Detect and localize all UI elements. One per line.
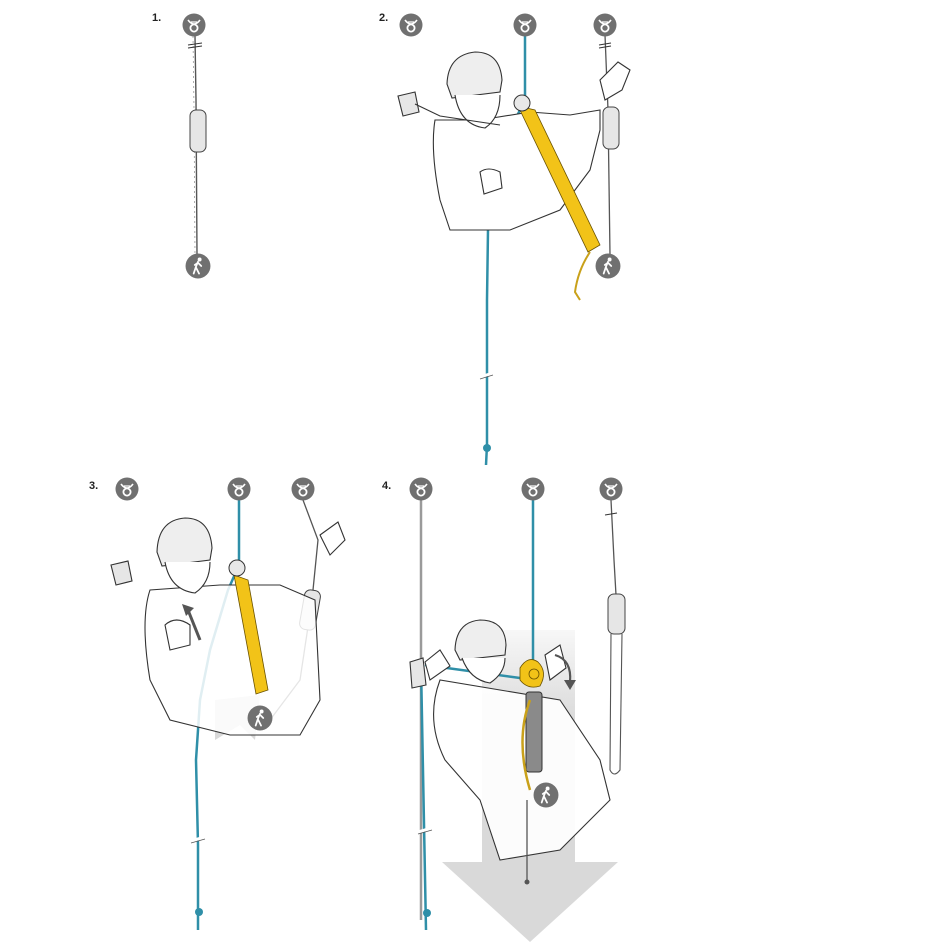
knot [483, 444, 491, 452]
rescue-device-body [525, 691, 543, 773]
step-4-label: 4. [382, 480, 392, 492]
rescuer-figure [397, 51, 631, 231]
anchor-icon [182, 13, 206, 37]
anchor-icon [399, 13, 423, 37]
step-1-panel [182, 13, 211, 279]
step-2-panel [397, 13, 631, 466]
anchor-icon [291, 477, 315, 501]
helmet [454, 619, 507, 661]
anchor-icon [115, 477, 139, 501]
step-3-label: 3. [89, 480, 99, 492]
anchor-icon [513, 13, 537, 37]
step-4-panel [409, 477, 626, 942]
rescuer-figure [110, 517, 346, 736]
anchor-icon [599, 477, 623, 501]
descender-device [233, 574, 269, 695]
person-icon [595, 253, 621, 279]
pulley [228, 559, 246, 577]
lanyard-rope [194, 35, 198, 256]
anchor-icon [409, 477, 433, 501]
anchor-icon [521, 477, 545, 501]
step-2-label: 2. [379, 12, 389, 24]
person-icon [533, 782, 559, 808]
person-icon [247, 705, 273, 731]
helmet [446, 51, 503, 99]
anchor-icon [227, 477, 251, 501]
person-icon [185, 253, 211, 279]
energy-absorber [189, 109, 207, 153]
helmet [156, 517, 213, 567]
pulley [513, 94, 531, 112]
descender-device [517, 105, 601, 253]
anchor-icon [593, 13, 617, 37]
rescuer-figure [409, 619, 611, 861]
step-3-panel [110, 477, 346, 930]
step-1-label: 1. [152, 12, 162, 24]
arrow-up-dark [182, 604, 194, 616]
rotate-arrow-icon [554, 653, 572, 683]
